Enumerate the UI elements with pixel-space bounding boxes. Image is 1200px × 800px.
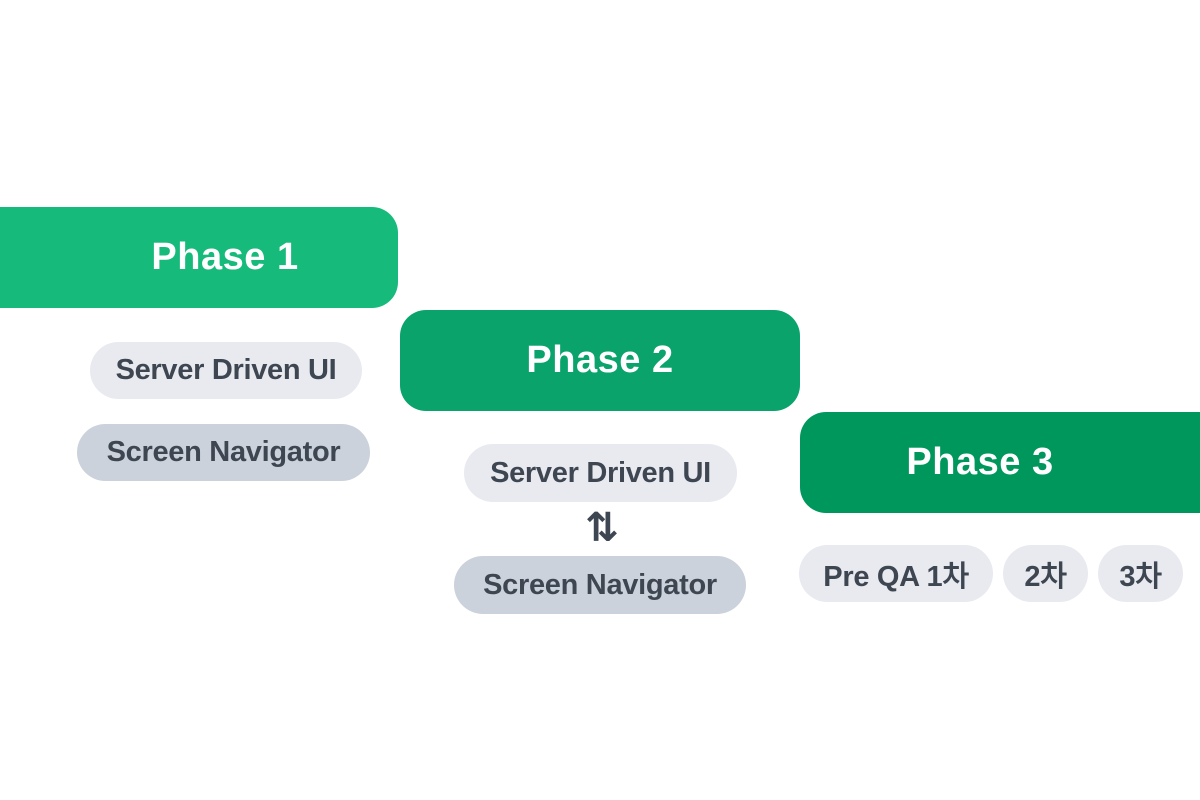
phase-3-item-round-3: 3차 (1098, 545, 1183, 602)
up-down-arrows-icon: ⇅ (585, 505, 619, 551)
phase-3-item-pre-qa-round-1: Pre QA 1차 (799, 545, 993, 602)
pill-label: 3차 (1119, 560, 1162, 593)
phase-1-item-screen-navigator: Screen Navigator (77, 424, 370, 481)
phase-1-block: Phase 1 (0, 207, 398, 308)
phase-2-item-screen-navigator: Screen Navigator (454, 556, 746, 614)
phase-3-label: Phase 3 (906, 441, 1054, 483)
pill-label: Pre QA 1차 (823, 560, 969, 593)
phase-3-item-round-2: 2차 (1003, 545, 1088, 602)
phase-1-label: Phase 1 (151, 236, 299, 278)
pill-label: Server Driven UI (115, 354, 337, 386)
pill-label: Server Driven UI (490, 456, 711, 489)
phase-2-item-server-driven-ui: Server Driven UI (464, 444, 737, 502)
pill-label: Screen Navigator (483, 568, 717, 601)
phase-1-item-server-driven-ui: Server Driven UI (90, 342, 362, 399)
pill-label: 2차 (1024, 560, 1067, 593)
phase-2-label: Phase 2 (526, 339, 674, 381)
phase-3-block: Phase 3 (800, 412, 1200, 513)
phase-2-block: Phase 2 (400, 310, 800, 411)
pill-label: Screen Navigator (106, 436, 341, 468)
